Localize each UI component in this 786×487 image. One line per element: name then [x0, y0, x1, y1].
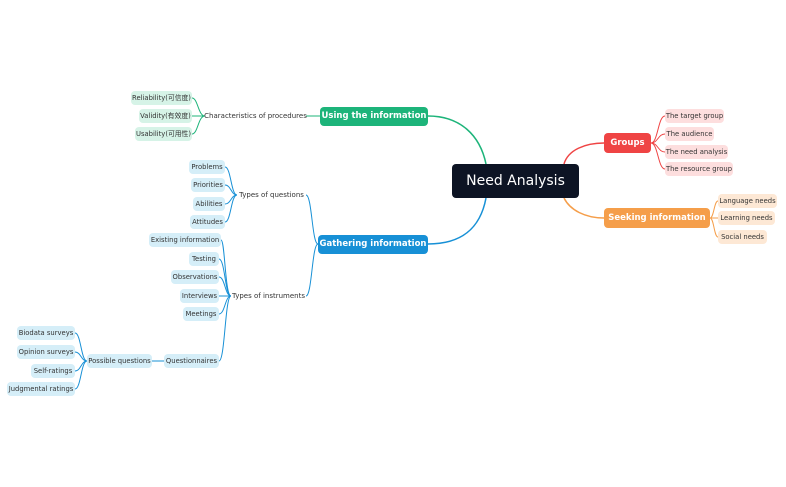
gathering-types-of-instruments[interactable]: Types of instruments	[232, 291, 305, 300]
topic-groups[interactable]: Groups	[604, 133, 651, 153]
groups-item-target-group[interactable]: The target group	[665, 109, 724, 123]
question-type-abilities[interactable]: Abilities	[193, 197, 225, 211]
possible-question-self-ratings[interactable]: Self-ratings	[31, 364, 75, 378]
connector-central-groups	[563, 142, 605, 165]
using-characteristics-of-procedures[interactable]: Characteristics of procedures	[204, 111, 307, 120]
instrument-existing-information[interactable]: Existing information	[149, 233, 221, 247]
gathering-types-of-questions[interactable]: Types of questions	[239, 190, 304, 199]
connector-central-seeking	[563, 197, 605, 219]
topic-seeking-information[interactable]: Seeking information	[604, 208, 710, 228]
seeking-item-social-needs[interactable]: Social needs	[718, 230, 767, 244]
topic-using-information[interactable]: Using the information	[320, 107, 428, 126]
connectors-groups	[650, 115, 666, 170]
instrument-meetings[interactable]: Meetings	[183, 307, 219, 321]
characteristic-validity[interactable]: Validity(有效度)	[139, 109, 192, 123]
connectors-seeking	[709, 200, 719, 238]
instrument-questionnaires[interactable]: Questionnaires	[164, 354, 219, 368]
connector-central-using	[427, 115, 487, 165]
connectors-gathering	[74, 166, 319, 390]
characteristic-usability[interactable]: Usability(可用性)	[135, 127, 192, 141]
instrument-testing[interactable]: Testing	[189, 252, 219, 266]
groups-item-need-analysis[interactable]: The need analysis	[665, 145, 728, 159]
seeking-item-learning-needs[interactable]: Learning needs	[718, 211, 775, 225]
central-topic[interactable]: Need Analysis	[452, 164, 579, 198]
topic-gathering-information[interactable]: Gathering information	[318, 235, 428, 254]
characteristic-reliability[interactable]: Reliability(可信度)	[131, 91, 192, 105]
connectors-using	[191, 97, 320, 135]
connector-central-gathering	[427, 197, 487, 245]
possible-question-opinion-surveys[interactable]: Opinion surveys	[17, 345, 75, 359]
possible-question-biodata-surveys[interactable]: Biodata surveys	[17, 326, 75, 340]
groups-item-audience[interactable]: The audience	[665, 127, 714, 141]
question-type-attitudes[interactable]: Attitudes	[190, 215, 225, 229]
instrument-observations[interactable]: Observations	[171, 270, 219, 284]
question-type-priorities[interactable]: Priorities	[191, 178, 225, 192]
questionnaires-possible-questions[interactable]: Possible questions	[87, 354, 152, 368]
groups-item-resource-group[interactable]: The resource group	[665, 162, 733, 176]
possible-question-judgmental-ratings[interactable]: Judgmental ratings	[7, 382, 75, 396]
instrument-interviews[interactable]: Interviews	[180, 289, 219, 303]
seeking-item-language-needs[interactable]: Language needs	[718, 194, 777, 208]
question-type-problems[interactable]: Problems	[189, 160, 225, 174]
